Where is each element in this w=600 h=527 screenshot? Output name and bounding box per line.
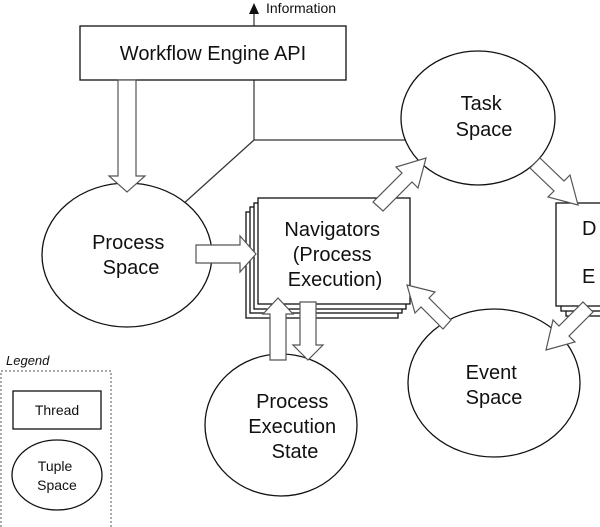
process-execution-state-ellipse: Process Execution State (204, 353, 358, 497)
navigators-box: Navigators (Process Execution) (245, 197, 411, 319)
legend-thread-label: Thread (35, 402, 79, 418)
event-space-to-navigators-arrow (406, 284, 452, 330)
task-space-label: Task Space (456, 93, 513, 141)
process-execution-state-label: Process Execution State (248, 391, 341, 463)
cut-off-box-label: D E (582, 218, 600, 288)
cut-off-thread-box: D E (555, 202, 600, 317)
event-space-label: Event Space (466, 362, 523, 409)
api-to-process-space-arrow (107, 79, 147, 193)
workflow-engine-api-label: Workflow Engine API (120, 43, 306, 65)
process-execution-state-to-navigators-arrow (261, 297, 295, 361)
process-space-to-navigators-arrow (195, 234, 257, 274)
information-arrow (249, 3, 259, 26)
information-label: Information (266, 0, 336, 16)
workflow-engine-api-box: Workflow Engine API (79, 25, 347, 81)
legend: Legend Thread Tuple Space (0, 353, 112, 527)
task-space-to-right-box-arrow (529, 157, 579, 206)
legend-tuple-space-ellipse (11, 439, 103, 511)
event-space-ellipse: Event Space (407, 308, 581, 458)
connector-lines (181, 80, 432, 206)
navigators-to-process-execution-state-arrow (291, 301, 325, 361)
process-space-label: Process Space (92, 232, 170, 279)
task-space-ellipse: Task Space (400, 50, 556, 186)
navigators-to-task-space-arrow (372, 157, 427, 212)
legend-thread-box (12, 390, 102, 430)
legend-title: Legend (6, 353, 50, 368)
right-box-to-event-space-arrow (545, 301, 594, 351)
navigators-label: Navigators (Process Execution) (284, 219, 385, 291)
legend-tuple-space-label: Tuple Space (37, 458, 77, 493)
process-space-ellipse: Process Space (41, 182, 213, 328)
